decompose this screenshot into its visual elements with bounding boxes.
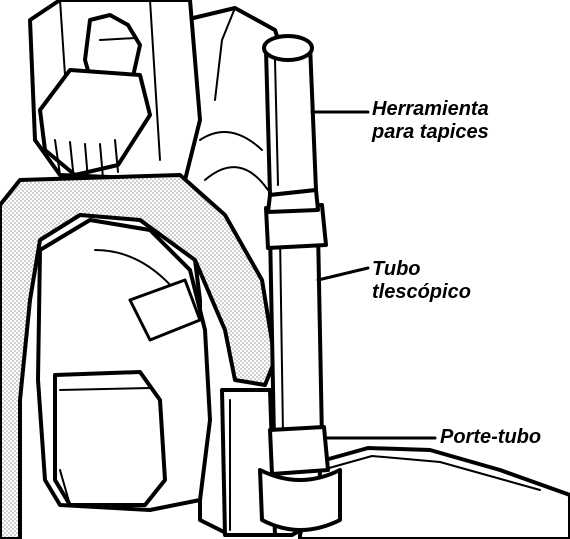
label-tube-holder: Porte-tubo: [440, 426, 541, 449]
tube-holder: [270, 427, 328, 474]
label-telescopic-tube-line1: Tubo: [372, 258, 471, 281]
label-upholstery-tool-line2: para tapices: [372, 121, 489, 144]
label-upholstery-tool: Herramienta para tapices: [372, 98, 489, 144]
upholstery-tool: [266, 45, 316, 195]
bag-flap: [55, 372, 165, 505]
label-telescopic-tube-line2: tlescópico: [372, 281, 471, 304]
telescopic-tube: [270, 230, 322, 440]
label-telescopic-tube: Tubo tlescópico: [372, 258, 471, 304]
leader-telescopic-tube: [318, 268, 368, 280]
label-tube-holder-line1: Porte-tubo: [440, 426, 541, 449]
label-upholstery-tool-line1: Herramienta: [372, 98, 489, 121]
